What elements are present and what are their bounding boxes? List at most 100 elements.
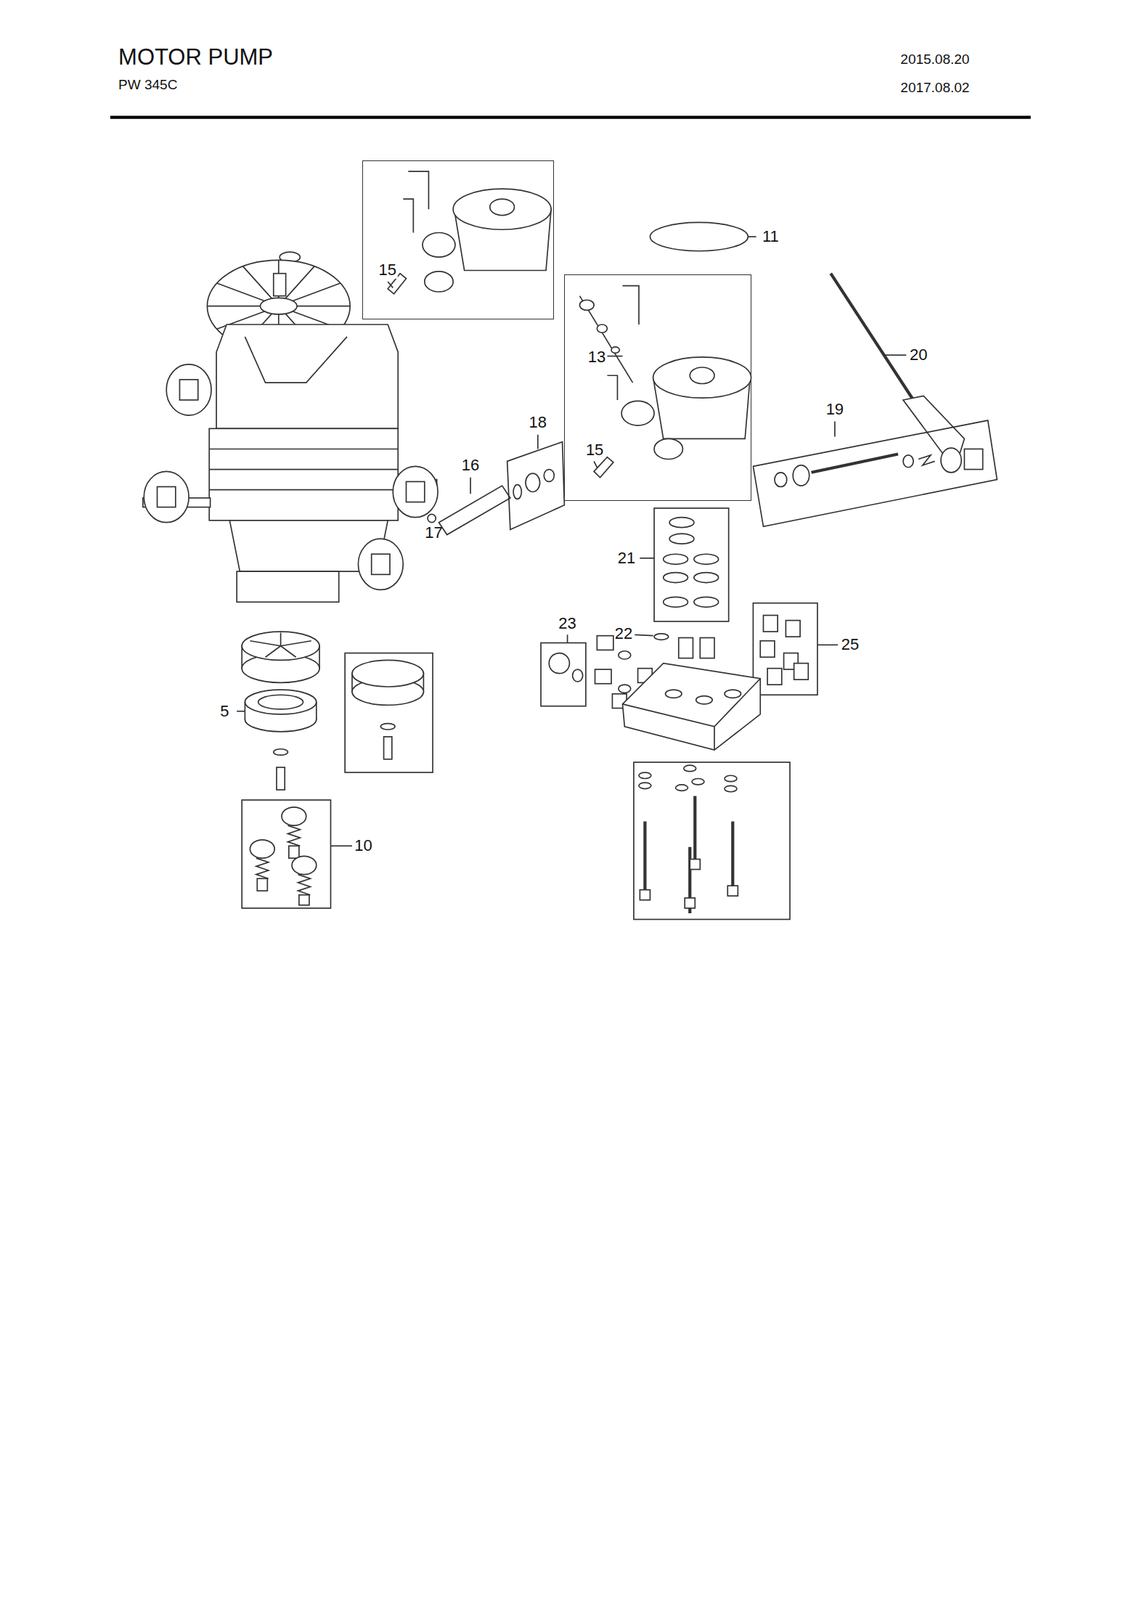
bolts-part (638, 782, 652, 789)
check-valves-part (794, 663, 809, 680)
bolts-part (684, 898, 695, 909)
brush-holder-part (179, 379, 198, 401)
inset-box: 13 15 (564, 274, 751, 501)
seal-kit-part (694, 572, 719, 583)
leader-line-part (634, 634, 653, 636)
callout-number: 15 (584, 440, 605, 459)
check-valves-part (540, 643, 586, 707)
bolts-part (724, 785, 737, 792)
brush-holder (143, 364, 438, 591)
piston-part (249, 839, 275, 859)
check-valves (540, 603, 818, 709)
pump-head-top-part (422, 232, 456, 258)
wobble-plate (241, 631, 320, 790)
unloader-shaft-part (543, 469, 554, 483)
inset-box-part (384, 736, 393, 760)
piston-part (241, 800, 331, 909)
leader-line-part (817, 644, 838, 647)
wobble-plate-part (241, 631, 320, 660)
pump-head-part (579, 299, 594, 311)
valve-kit-part (792, 465, 809, 486)
motor-part (236, 571, 340, 602)
check-valves-part (618, 651, 631, 660)
pump-head-part (653, 357, 752, 398)
callout-number: 19 (826, 400, 844, 419)
fan-part (259, 297, 297, 314)
unloader-shaft-part (507, 442, 565, 530)
pump-head-top-part (453, 188, 552, 230)
brush-holder-part (166, 364, 212, 416)
callout-number: 11 (762, 227, 779, 246)
callout-number: 15 (377, 261, 398, 279)
page-title: MOTOR PUMP (118, 45, 273, 70)
leader-line-part (387, 281, 393, 288)
valve-kit-part (964, 448, 983, 469)
lance-part (830, 273, 914, 401)
check-valves-part (618, 684, 631, 693)
pump-head-part (689, 367, 715, 384)
pump-head-part (611, 347, 620, 353)
valve-kit-part (752, 420, 997, 527)
seal-kit (654, 508, 729, 622)
seal-kit-part (663, 572, 689, 583)
motor (143, 273, 438, 603)
seal-kit-part (654, 508, 729, 622)
bolts-part (639, 890, 650, 901)
manifold-part (665, 689, 682, 698)
leader-line-part (639, 557, 655, 560)
inset-box-part (352, 659, 424, 687)
pump-head-part (579, 296, 633, 383)
unloader-shaft (427, 442, 565, 536)
check-valves-part (595, 669, 612, 684)
wobble-plate-part (276, 767, 285, 790)
date: 2017.08.02 (900, 79, 970, 96)
seal-kit-part (669, 533, 695, 544)
callout-number: 13 (586, 347, 607, 366)
seal-kit-part (663, 553, 689, 565)
o-ring (649, 222, 748, 251)
leader-line-part (593, 461, 597, 467)
bolts-part (633, 762, 790, 920)
inset-box-part (344, 653, 433, 773)
check-valves-part (763, 615, 778, 632)
seal-kit-part (663, 596, 689, 607)
valve-kit-part (774, 472, 787, 488)
seal-kit-part (694, 596, 719, 607)
brush-holder-part (392, 466, 438, 517)
check-valves-part (678, 638, 694, 659)
bolts-part (727, 885, 738, 896)
leader-line-part (567, 634, 569, 643)
unloader-shaft-part (438, 485, 510, 535)
callout-number: 18 (529, 413, 547, 432)
pump-head-top-part (490, 198, 515, 215)
bolts (633, 762, 790, 920)
bolts-part (675, 784, 689, 791)
seal-kit-part (694, 553, 719, 565)
inset-box-part (380, 723, 395, 730)
pump-head (579, 286, 751, 478)
seal-kit-part (669, 517, 695, 528)
unloader-shaft-part (427, 514, 436, 522)
callout-number: 22 (614, 625, 633, 643)
check-valves-part (752, 603, 818, 696)
leader-line-part (834, 421, 836, 438)
pump-head-top-part (402, 171, 429, 233)
leader-line-part (747, 235, 756, 238)
piston-part (291, 855, 317, 875)
piston-part (287, 825, 300, 846)
unloader-shaft-part (513, 484, 522, 500)
piston-part (288, 845, 300, 859)
brush-holder-part (405, 481, 424, 502)
callout-number: 17 (424, 524, 443, 542)
lance-part (903, 395, 965, 456)
manifold-part (696, 696, 713, 705)
pump-head-part (606, 286, 639, 401)
leader-line-part (236, 710, 245, 713)
manifold-part (724, 689, 741, 698)
pump-head-part (596, 324, 607, 333)
motor-part (209, 448, 398, 490)
pump-head-part (654, 438, 683, 459)
valve-kit-part (811, 453, 899, 472)
